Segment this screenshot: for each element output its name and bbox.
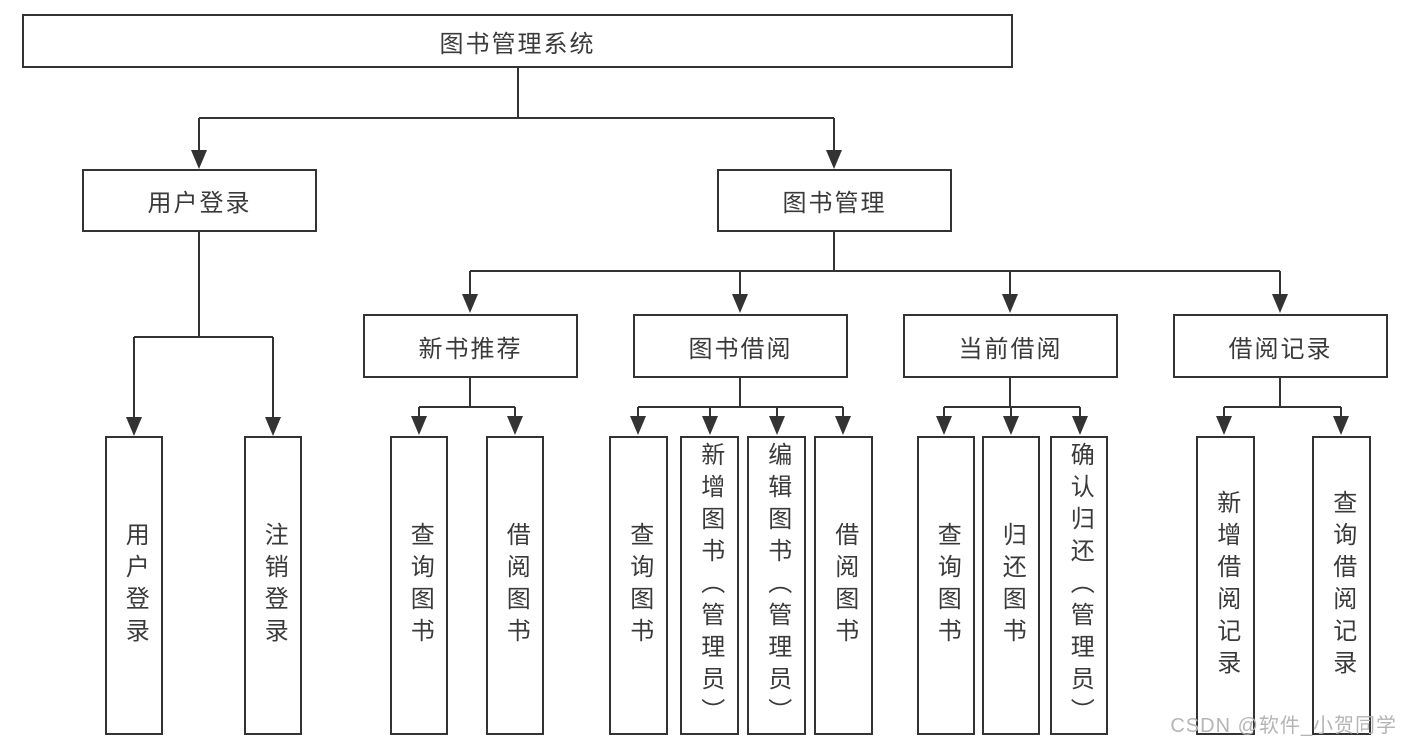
leaf-query-borrowing-record: 查询借阅记录 bbox=[1312, 436, 1371, 735]
node-current-borrowing-label: 当前借阅 bbox=[958, 335, 1063, 363]
leaf-add-borrowing-record-label: 新增借阅记录 bbox=[1212, 489, 1240, 682]
node-book-borrowing-label: 图书借阅 bbox=[688, 335, 793, 363]
node-new-book-recommendation-label: 新书推荐 bbox=[418, 335, 523, 363]
leaf-borrow-books-recommendation-label: 借阅图书 bbox=[502, 521, 530, 650]
leaf-query-books-current: 查询图书 bbox=[917, 436, 975, 735]
leaf-add-books-admin-label: 新增图书（管理员） bbox=[696, 441, 724, 730]
leaf-logout-label: 注销登录 bbox=[260, 521, 288, 650]
node-new-book-recommendation: 新书推荐 bbox=[363, 314, 578, 378]
node-root: 图书管理系统 bbox=[22, 14, 1013, 68]
leaf-query-books-borrowing: 查询图书 bbox=[609, 436, 668, 735]
leaf-query-borrowing-record-label: 查询借阅记录 bbox=[1328, 489, 1356, 682]
node-book-borrowing: 图书借阅 bbox=[633, 314, 848, 378]
leaf-add-books-admin: 新增图书（管理员） bbox=[680, 436, 739, 735]
leaf-edit-books-admin: 编辑图书（管理员） bbox=[747, 436, 806, 735]
node-borrowing-records: 借阅记录 bbox=[1173, 314, 1388, 378]
node-borrowing-records-label: 借阅记录 bbox=[1228, 335, 1333, 363]
node-user-login-label: 用户登录 bbox=[147, 190, 252, 217]
leaf-user-login-label: 用户登录 bbox=[121, 521, 149, 650]
leaf-confirm-return-admin: 确认归还（管理员） bbox=[1050, 436, 1108, 735]
node-root-label: 图书管理系统 bbox=[439, 30, 596, 58]
leaf-borrow-books-borrowing-label: 借阅图书 bbox=[830, 521, 858, 650]
leaf-logout: 注销登录 bbox=[244, 436, 302, 735]
node-book-management: 图书管理 bbox=[717, 169, 952, 232]
leaf-confirm-return-admin-label: 确认归还（管理员） bbox=[1066, 441, 1094, 730]
leaf-user-login: 用户登录 bbox=[105, 436, 163, 735]
node-current-borrowing: 当前借阅 bbox=[903, 314, 1118, 378]
csdn-watermark: CSDN @软件_小贺同学 bbox=[1170, 715, 1397, 737]
node-book-management-label: 图书管理 bbox=[782, 190, 887, 217]
leaf-borrow-books-recommendation: 借阅图书 bbox=[486, 436, 544, 735]
leaf-return-books: 归还图书 bbox=[982, 436, 1040, 735]
leaf-add-borrowing-record: 新增借阅记录 bbox=[1196, 436, 1255, 735]
leaf-return-books-label: 归还图书 bbox=[998, 521, 1026, 650]
leaf-query-books-current-label: 查询图书 bbox=[933, 521, 961, 650]
leaf-query-books-recommendation-label: 查询图书 bbox=[406, 521, 434, 650]
leaf-query-books-borrowing-label: 查询图书 bbox=[625, 521, 653, 650]
leaf-edit-books-admin-label: 编辑图书（管理员） bbox=[763, 441, 791, 730]
leaf-borrow-books-borrowing: 借阅图书 bbox=[814, 436, 873, 735]
leaf-query-books-recommendation: 查询图书 bbox=[390, 436, 448, 735]
node-user-login: 用户登录 bbox=[82, 169, 317, 232]
